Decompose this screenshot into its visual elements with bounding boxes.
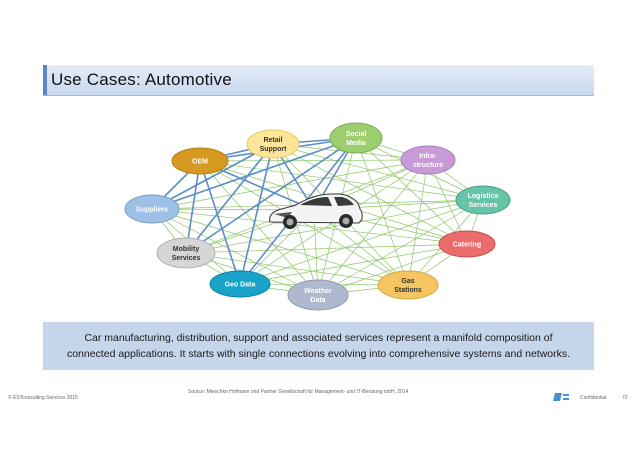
- node-infra-label: structure: [413, 162, 443, 169]
- green-link-infra-weather: [317, 159, 429, 296]
- node-oem-shape: [171, 147, 229, 175]
- node-geo: Geo Data: [209, 270, 271, 298]
- node-catering-shape: [438, 230, 496, 258]
- node-suppliers-shape: [124, 194, 180, 224]
- node-mobility-label: Services: [172, 255, 201, 262]
- green-link-suppliers-gas: [151, 208, 409, 286]
- blue-link-oem-geo: [199, 160, 241, 285]
- node-weather-shape: [287, 279, 349, 311]
- green-link-oem-weather: [199, 160, 319, 296]
- caption-box: Car manufacturing, distribution, support…: [43, 322, 594, 370]
- node-oem-label: OEM: [192, 159, 208, 166]
- blue-link-retail-suppliers: [151, 143, 274, 210]
- blue-link-retail-mobility: [185, 143, 274, 254]
- green-link-logistics-weather: [317, 199, 484, 296]
- page-number: 70: [622, 395, 628, 401]
- caption-line-1: Car manufacturing, distribution, support…: [84, 332, 553, 344]
- node-gas-shape: [377, 270, 439, 300]
- node-retail-label: Support: [260, 146, 287, 153]
- green-link-suppliers-weather: [151, 208, 319, 296]
- title-bar: Use Cases: Automotive: [43, 65, 594, 96]
- blue-link-social-suppliers: [151, 137, 357, 210]
- green-link-logistics-geo: [239, 199, 484, 285]
- node-suppliers: Suppliers: [124, 194, 180, 224]
- node-infra: Infra-structure: [400, 145, 456, 175]
- node-mobility-shape: [156, 237, 216, 269]
- node-logistics-label: Logistics: [468, 193, 499, 200]
- node-geo-shape: [209, 270, 271, 298]
- green-link-retail-logistics: [272, 143, 484, 201]
- green-link-oem-infra: [199, 159, 429, 162]
- node-infra-shape: [400, 145, 456, 175]
- green-link-suppliers-catering: [151, 208, 468, 245]
- caption-line-2: connected applications. It starts with s…: [66, 348, 571, 360]
- node-weather-label: Data: [310, 297, 325, 304]
- blue-link-social-mobility: [185, 137, 357, 254]
- green-link-oem-logistics: [199, 160, 484, 201]
- title-accent: [43, 65, 47, 95]
- green-link-social-catering: [355, 137, 468, 245]
- node-logistics-label: Services: [469, 202, 498, 209]
- node-infra-label: Infra-: [419, 153, 437, 160]
- green-link-mobility-gas: [185, 252, 409, 286]
- company-logo-icon: [553, 393, 569, 401]
- node-mobility-label: Mobility: [173, 246, 200, 253]
- green-link-catering-mobility: [185, 243, 468, 254]
- blue-link-retail-geo: [239, 143, 274, 285]
- node-suppliers-label: Suppliers: [136, 207, 168, 214]
- green-link-infra-suppliers: [151, 159, 429, 210]
- node-catering: Catering: [438, 230, 496, 258]
- green-link-oem-gas: [199, 160, 409, 286]
- node-geo-label: Geo Data: [225, 282, 256, 289]
- car-icon: [269, 193, 363, 229]
- footer-source: Source: Mieschke Hofmann und Partner Ges…: [188, 389, 409, 395]
- node-retail-label: Retail: [263, 137, 282, 144]
- footer-copyright: © ESTconsulting Services 2015: [8, 395, 78, 401]
- node-weather-label: Weather: [304, 288, 332, 295]
- page-title: Use Cases: Automotive: [51, 70, 232, 89]
- green-link-social-gas: [355, 137, 409, 286]
- node-social-label: Social: [346, 131, 367, 138]
- node-social-shape: [329, 122, 383, 154]
- node-retail-shape: [246, 129, 300, 159]
- node-logistics-shape: [455, 185, 511, 215]
- node-gas-label: Gas: [401, 278, 414, 285]
- node-catering-label: Catering: [453, 242, 481, 249]
- footer-confidential: Confidential: [580, 395, 607, 401]
- node-oem: OEM: [171, 147, 229, 175]
- green-link-catering-geo: [239, 243, 468, 285]
- node-social-label: Media: [346, 140, 366, 147]
- node-gas-label: Stations: [394, 287, 422, 294]
